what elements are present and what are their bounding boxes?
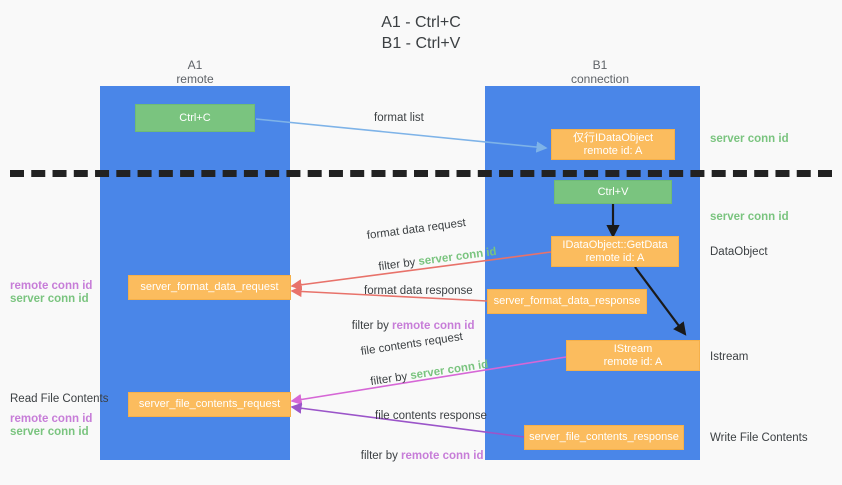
filter-prefix-2: filter by <box>351 320 393 332</box>
node-server-format-data-request-label: server_format_data_request <box>140 281 279 293</box>
filter-prefix-4: filter by <box>360 450 402 462</box>
node-idataobject-line1: 仅行IDataObject <box>572 131 654 144</box>
edge-label-format-data-response-filter: filter by remote conn id <box>339 304 475 349</box>
node-server-file-contents-request[interactable]: server_file_contents_request <box>128 392 291 417</box>
filter-prefix-3: filter by <box>369 370 412 389</box>
node-idataobject[interactable]: 仅行IDataObject remote id: A <box>551 129 675 160</box>
column-header-b1-name: B1 <box>592 58 608 72</box>
filter-prefix-1: filter by <box>377 256 420 274</box>
node-istream[interactable]: IStream remote id: A <box>566 340 700 371</box>
node-ctrl-c-label: Ctrl+C <box>179 111 211 124</box>
column-header-a1-sub: remote <box>176 72 214 86</box>
node-istream-line2: remote id: A <box>603 355 663 368</box>
node-ctrl-v-label: Ctrl+V <box>597 185 629 198</box>
node-server-file-contents-response[interactable]: server_file_contents_response <box>524 425 684 450</box>
diagram-title-line2: B1 - Ctrl+V <box>381 35 461 52</box>
edge-label-format-data-response: format data response <box>364 285 473 297</box>
left-label-read-file-contents: Read File Contents <box>10 393 109 405</box>
node-istream-line1: IStream <box>613 342 653 355</box>
right-label-dataobject: DataObject <box>710 246 768 258</box>
left-label-server-conn-id-2: server conn id <box>10 426 89 438</box>
column-header-b1-sub: connection <box>570 72 630 86</box>
node-getdata[interactable]: IDataObject::GetData remote id: A <box>551 236 679 267</box>
node-idataobject-line2: remote id: A <box>583 144 643 157</box>
node-getdata-line1: IDataObject::GetData <box>562 238 668 251</box>
right-label-server-conn-id-top: server conn id <box>710 133 789 145</box>
right-label-server-conn-id-second: server conn id <box>710 211 789 223</box>
edge-label-file-contents-response: file contents response <box>375 410 487 422</box>
edge-label-file-contents-response-filter: filter by remote conn id <box>348 434 484 479</box>
right-label-write-file-contents: Write File Contents <box>710 432 808 444</box>
left-label-remote-conn-id-2: remote conn id <box>10 413 93 425</box>
filter-value-remote-conn-id-2: remote conn id <box>401 450 484 462</box>
node-getdata-line2: remote id: A <box>585 251 645 264</box>
left-label-remote-conn-id-1: remote conn id <box>10 280 93 292</box>
left-label-server-conn-id-1: server conn id <box>10 293 89 305</box>
node-ctrl-v[interactable]: Ctrl+V <box>554 180 672 204</box>
right-label-istream: Istream <box>710 351 749 363</box>
column-header-a1-name: A1 <box>187 58 203 72</box>
filter-value-server-conn-id-2: server conn id <box>409 358 490 383</box>
node-server-file-contents-request-label: server_file_contents_request <box>138 398 281 410</box>
node-server-file-contents-response-label: server_file_contents_response <box>529 431 679 443</box>
node-server-format-data-request[interactable]: server_format_data_request <box>128 275 291 300</box>
filter-value-server-conn-id-1: server conn id <box>417 245 498 269</box>
node-ctrl-c[interactable]: Ctrl+C <box>135 104 255 132</box>
phase-divider <box>10 170 832 177</box>
node-server-format-data-response-label: server_format_data_response <box>493 295 641 307</box>
edge-label-format-list: format list <box>374 112 424 124</box>
node-server-format-data-response[interactable]: server_format_data_response <box>487 289 647 314</box>
diagram-title-line1: A1 - Ctrl+C <box>381 14 461 31</box>
filter-value-remote-conn-id-1: remote conn id <box>392 320 475 332</box>
